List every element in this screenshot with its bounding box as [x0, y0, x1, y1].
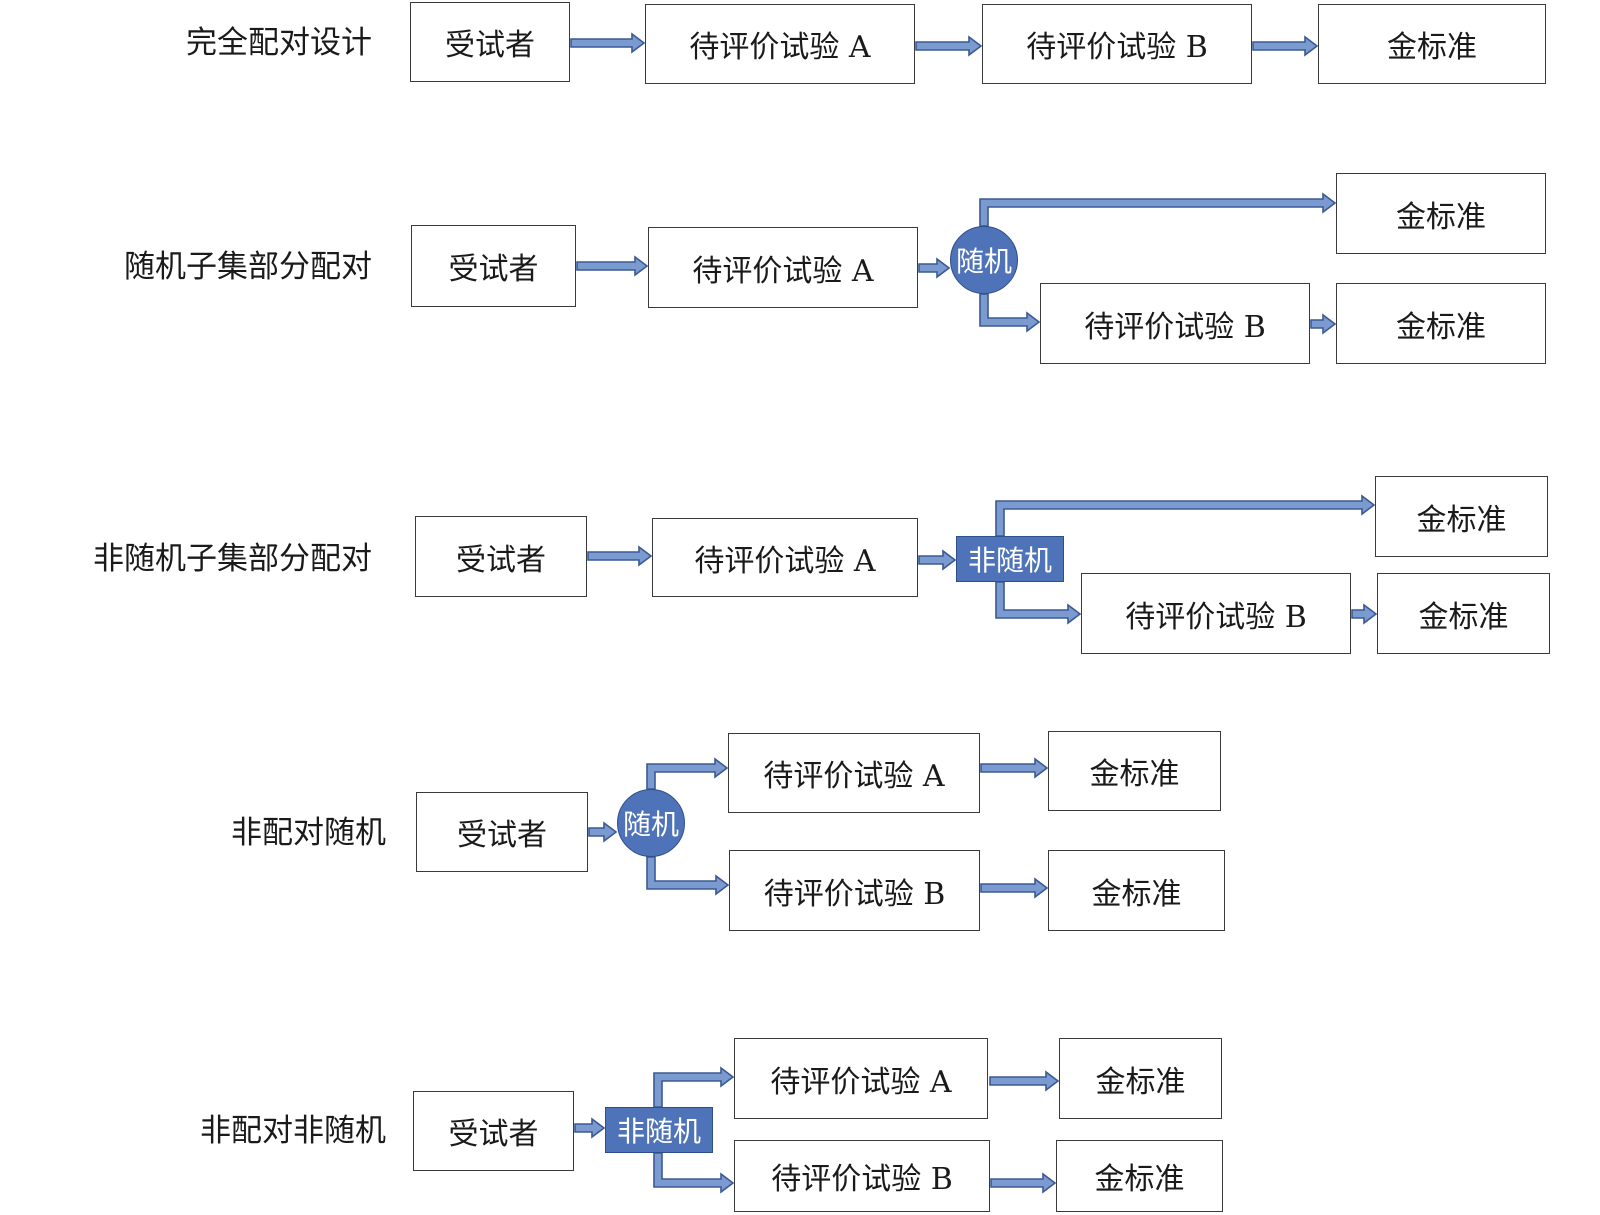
row-3-label: 非随机子集部分配对 — [93, 541, 372, 577]
row-1-subject-box: 受试者 — [410, 2, 570, 82]
row-3-arrow-subject-to-test-a — [587, 545, 653, 567]
row-5-arrow-node-to-test-b — [653, 1152, 735, 1194]
row-4-test-a-box: 待评价试验 A — [728, 733, 980, 813]
row-2-random-node: 随机 — [950, 226, 1018, 294]
row-3-subject-box: 受试者 — [415, 516, 587, 597]
row-3-arrow-node-to-test-b — [995, 581, 1082, 625]
row-3-arrow-test-a-to-node — [918, 549, 957, 571]
row-2-test-a-box: 待评价试验 A — [648, 227, 918, 308]
row-4-subject-box: 受试者 — [416, 792, 588, 872]
row-5-label: 非配对非随机 — [200, 1113, 386, 1149]
row-3-nonrandom-node: 非随机 — [956, 536, 1064, 582]
row-5-test-b-box: 待评价试验 B — [734, 1140, 990, 1212]
row-4-gold-a-box: 金标准 — [1048, 731, 1221, 811]
row-2-arrow-node-to-test-b — [979, 293, 1041, 333]
row-4-arrow-subject-to-node — [588, 821, 618, 843]
row-4-test-b-box: 待评价试验 B — [729, 850, 980, 931]
row-3-arrow-test-b-to-gold — [1351, 603, 1378, 625]
row-5-arrow-node-to-test-a — [653, 1066, 735, 1108]
row-1-arrow-test-b-to-gold — [1252, 35, 1319, 57]
row-3-gold-bottom-box: 金标准 — [1377, 573, 1550, 654]
row-1-arrow-test-a-to-test-b — [915, 35, 983, 57]
row-5-arrow-subject-to-node — [574, 1117, 606, 1139]
row-3-arrow-node-to-gold-top — [995, 494, 1376, 537]
row-4-random-node: 随机 — [617, 789, 685, 857]
row-3-test-a-box: 待评价试验 A — [652, 518, 918, 597]
row-3-gold-top-box: 金标准 — [1375, 476, 1548, 557]
row-5-gold-b-box: 金标准 — [1056, 1140, 1223, 1212]
row-4-arrow-test-a-to-gold — [980, 757, 1049, 779]
row-1-label: 完全配对设计 — [186, 25, 372, 61]
row-1-test-a-box: 待评价试验 A — [645, 4, 915, 84]
row-5-gold-a-box: 金标准 — [1059, 1038, 1222, 1119]
row-2-arrow-subject-to-test-a — [576, 255, 649, 277]
row-2-arrow-node-to-gold-top — [979, 192, 1337, 227]
row-2-arrow-test-b-to-gold — [1310, 313, 1337, 335]
row-4-arrow-node-to-test-b — [646, 856, 730, 896]
row-2-subject-box: 受试者 — [411, 225, 576, 307]
row-2-gold-bottom-box: 金标准 — [1336, 283, 1546, 364]
row-5-subject-box: 受试者 — [413, 1091, 574, 1171]
row-2-label: 随机子集部分配对 — [124, 249, 372, 285]
row-5-arrow-test-a-to-gold — [989, 1070, 1060, 1092]
row-2-gold-top-box: 金标准 — [1336, 173, 1546, 254]
row-1-gold-box: 金标准 — [1318, 4, 1546, 84]
row-5-arrow-test-b-to-gold — [990, 1172, 1057, 1194]
row-5-nonrandom-node: 非随机 — [605, 1107, 713, 1153]
row-2-test-b-box: 待评价试验 B — [1040, 283, 1310, 364]
row-1-test-b-box: 待评价试验 B — [982, 4, 1252, 84]
row-3-test-b-box: 待评价试验 B — [1081, 573, 1351, 654]
row-4-label: 非配对随机 — [231, 815, 386, 851]
row-4-arrow-test-b-to-gold — [980, 877, 1049, 899]
row-1-arrow-subject-to-test-a — [570, 32, 646, 54]
row-4-arrow-node-to-test-a — [646, 757, 729, 790]
row-2-arrow-test-a-to-node — [918, 257, 951, 279]
row-5-test-a-box: 待评价试验 A — [734, 1038, 988, 1119]
row-4-gold-b-box: 金标准 — [1048, 850, 1225, 931]
